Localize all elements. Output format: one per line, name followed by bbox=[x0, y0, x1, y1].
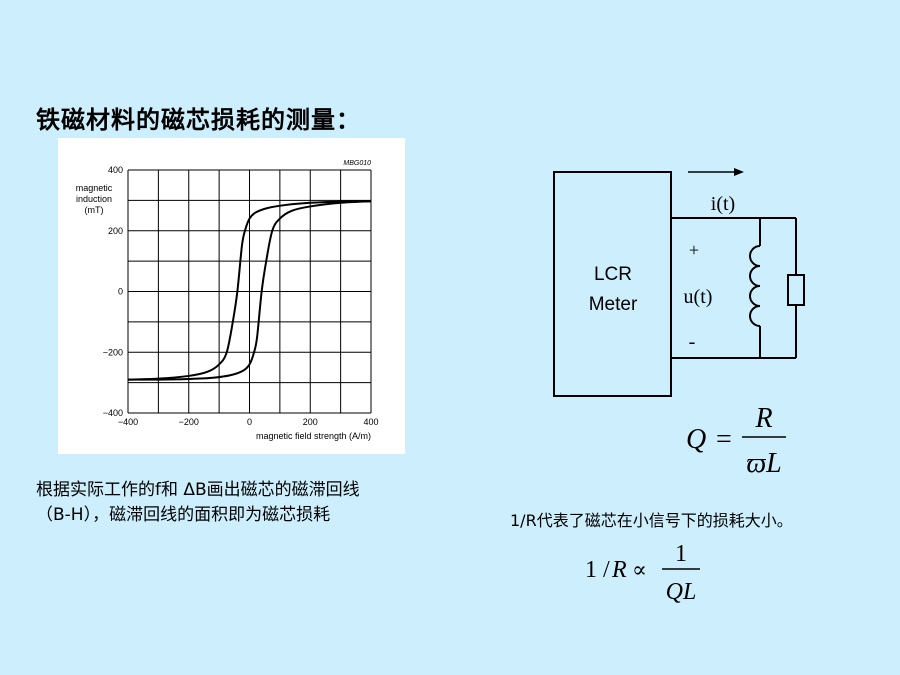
r-formula: 1 / R ∝ 1 QL bbox=[585, 541, 700, 605]
x-tick-label: 200 bbox=[303, 417, 318, 427]
x-axis-label: magnetic field strength (A/m) bbox=[256, 431, 371, 441]
hysteresis-curve-ascending bbox=[127, 200, 372, 381]
x-tick-label: −200 bbox=[179, 417, 199, 427]
x-tick-label: 0 bbox=[247, 417, 252, 427]
x-tick-label: −400 bbox=[118, 417, 138, 427]
current-arrow-icon bbox=[688, 168, 744, 176]
lcr-circuit-diagram: LCR Meter i(t) + u(t) - bbox=[553, 168, 805, 397]
q-formula-denominator: ϖL bbox=[746, 448, 781, 479]
y-axis-label: (mT) bbox=[85, 205, 104, 215]
y-tick-label: −200 bbox=[103, 347, 123, 357]
meter-label-line-1: LCR bbox=[594, 264, 632, 285]
r-formula-denominator: QL bbox=[666, 579, 697, 605]
inductor-icon bbox=[749, 218, 761, 358]
y-tick-label: 400 bbox=[108, 165, 123, 175]
right-caption: 1/R代表了磁芯在小信号下的损耗大小。 bbox=[510, 511, 793, 530]
y-tick-label: 200 bbox=[108, 226, 123, 236]
r-formula-proportional: ∝ bbox=[632, 558, 647, 583]
q-formula: Q = R ϖL bbox=[686, 403, 786, 479]
resistor-icon bbox=[787, 218, 805, 358]
current-label: i(t) bbox=[711, 193, 735, 215]
q-formula-numerator: R bbox=[754, 403, 772, 434]
q-formula-equals: = bbox=[716, 424, 732, 455]
r-formula-var: R bbox=[611, 557, 627, 583]
hysteresis-curve-descending bbox=[127, 200, 372, 381]
left-caption: 根据实际工作的f和 ΔB画出磁芯的磁滞回线 （B-H），磁滞回线的面积即为磁芯损… bbox=[36, 478, 476, 528]
voltage-label: u(t) bbox=[684, 286, 713, 308]
left-caption-line-2: （B-H），磁滞回线的面积即为磁芯损耗 bbox=[36, 505, 331, 525]
y-tick-label: −400 bbox=[103, 408, 123, 418]
lcr-meter-box bbox=[553, 171, 672, 397]
slide-title: 铁磁材料的磁芯损耗的测量： bbox=[36, 106, 361, 134]
plus-sign: + bbox=[689, 240, 699, 260]
left-caption-line-1: 根据实际工作的f和 ΔB画出磁芯的磁滞回线 bbox=[36, 480, 360, 500]
y-tick-label: 0 bbox=[118, 287, 123, 297]
minus-sign: - bbox=[689, 331, 696, 353]
y-axis-label: magnetic bbox=[76, 183, 113, 193]
y-axis-label: induction bbox=[76, 194, 112, 204]
q-formula-lhs: Q bbox=[686, 424, 706, 455]
chart-tag: MBG010 bbox=[343, 160, 371, 167]
x-tick-label: 400 bbox=[363, 417, 378, 427]
r-formula-lhs: 1 / bbox=[585, 557, 610, 583]
r-formula-numerator: 1 bbox=[675, 541, 687, 567]
meter-label-line-2: Meter bbox=[589, 294, 638, 315]
chart-svg: −400 −200 0 200 400 −400 −200 0 200 400 magneticin… bbox=[76, 160, 379, 441]
